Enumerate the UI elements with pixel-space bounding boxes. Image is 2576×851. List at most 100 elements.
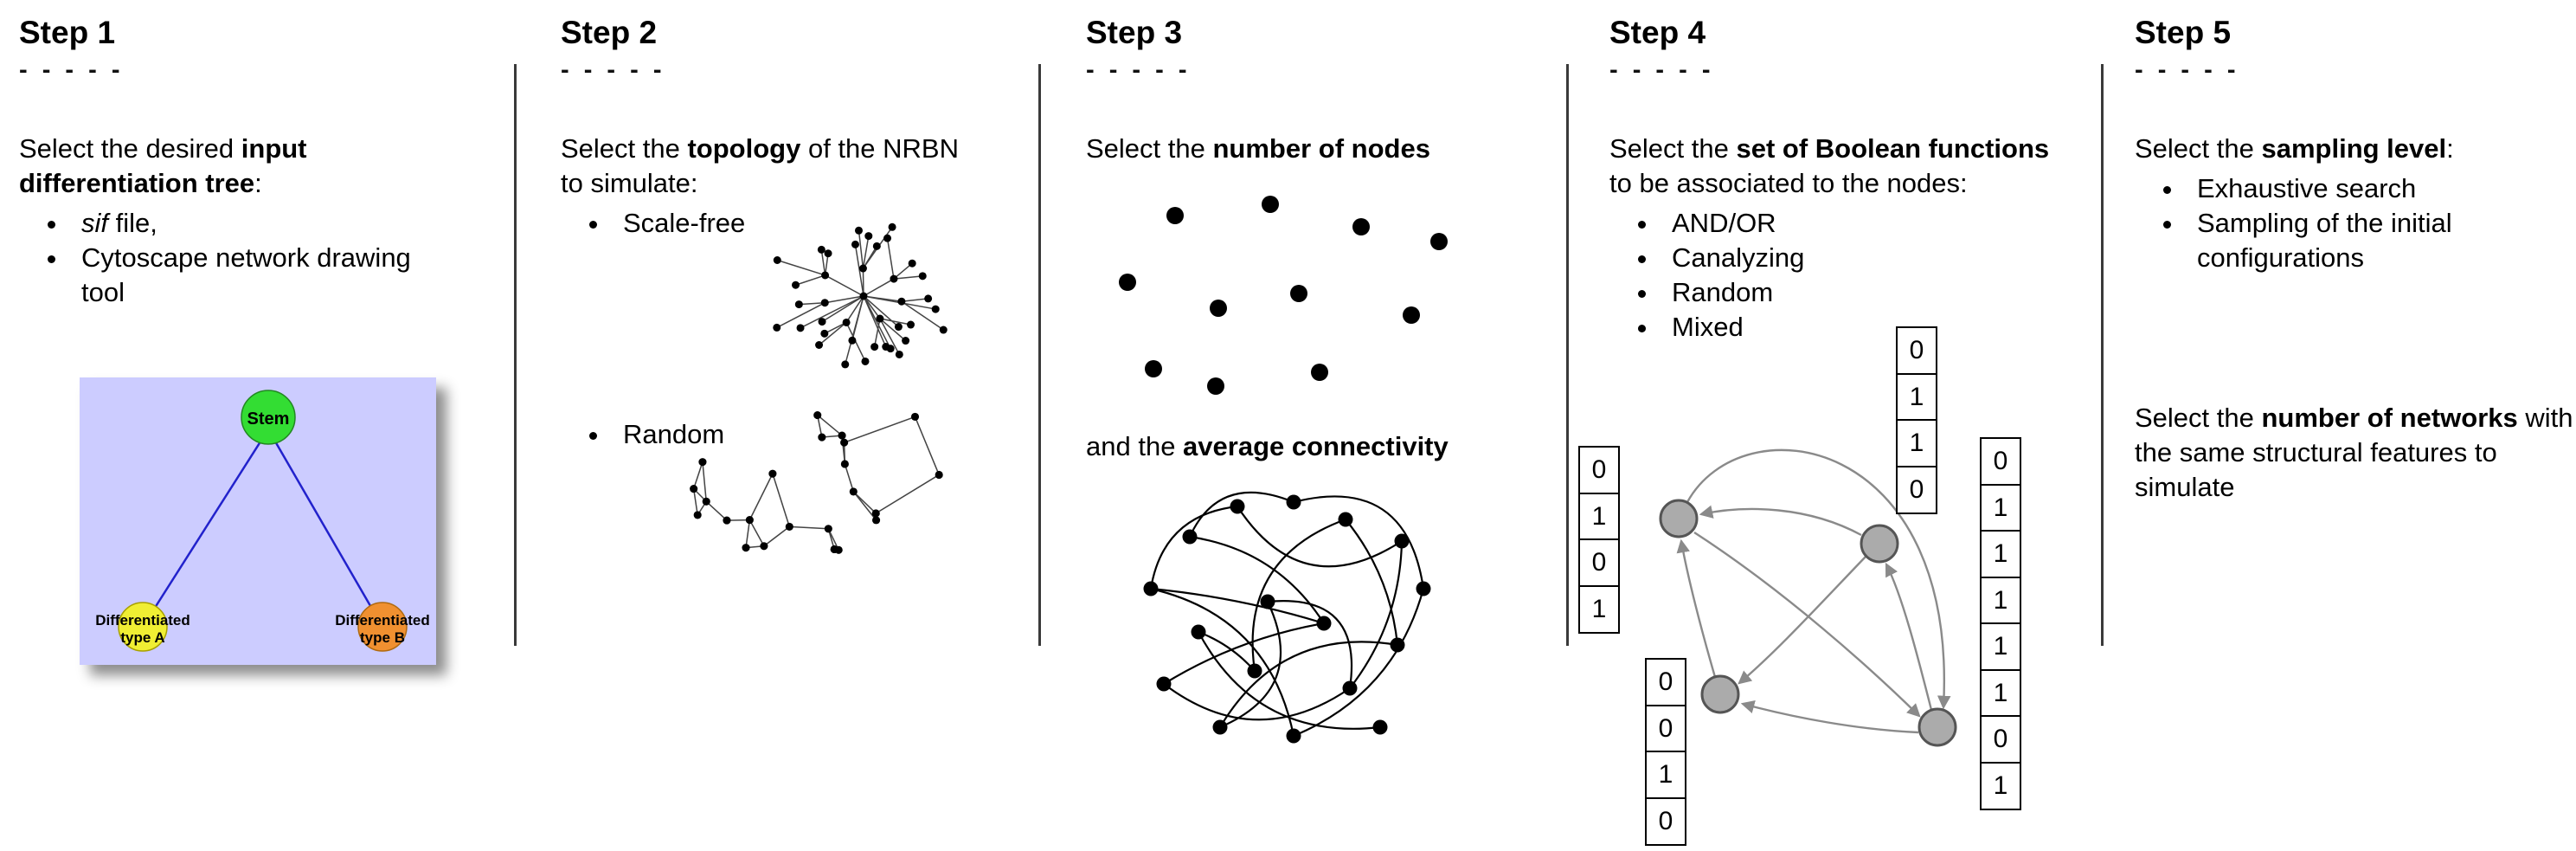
graph-node-dot [821, 271, 830, 280]
graph-node-dot [849, 487, 858, 496]
type-a-label-line1: Differentiated [95, 612, 190, 629]
graph-edge [821, 295, 864, 323]
graph-node-dot [1316, 616, 1332, 631]
graph-node-dot [1166, 207, 1184, 224]
text-segment: with the same structural features to sim… [2135, 403, 2573, 502]
step-2-column: Step 2 - - - - - Select the topology of … [561, 15, 976, 851]
graph-node-dot [841, 360, 850, 369]
connectivity-edge [1345, 519, 1399, 646]
graph-edge [875, 474, 940, 514]
graph-edge [789, 525, 829, 530]
text-segment: Scale-free [623, 207, 746, 238]
graph-node-dot [897, 297, 906, 306]
text-segment: Random [623, 419, 725, 449]
text-segment: Select the desired [19, 132, 241, 164]
graph-node-dot [768, 469, 777, 478]
truth-table-2: 0 1 1 0 [1896, 326, 1937, 514]
graph-node-dot [1262, 196, 1279, 213]
text-segment: number of nodes [1212, 132, 1430, 164]
truth-table-cell: 0 [1980, 437, 2021, 486]
step-4-intro: Select the set of Boolean functions to b… [1609, 132, 2059, 201]
graph-edge [914, 416, 940, 475]
truth-table-cell: 1 [1980, 761, 2021, 810]
truth-table-cell: 0 [1578, 446, 1620, 494]
graph-node-dot [848, 336, 857, 345]
graph-node-dot [1430, 233, 1448, 250]
graph-node-dot [854, 226, 863, 235]
bullet-cytoscape-tool: Cytoscape network drawing tool [69, 241, 426, 310]
graph-edge [873, 318, 881, 347]
boolean-node-b [1860, 524, 1899, 564]
edge-stem-to-type-b [267, 429, 384, 628]
step-4-bullet-list: AND/OR Canalyzing Random Mixed [1609, 206, 2059, 345]
stem-node-label: Stem [247, 409, 290, 429]
bullet-canalyzing: Canalyzing [1660, 241, 2032, 275]
column-divider-4 [2101, 64, 2104, 646]
graph-node-dot [858, 264, 867, 273]
truth-table-cell: 1 [1896, 419, 1937, 467]
graph-node-dot [1290, 285, 1307, 302]
graph-node-dot [820, 299, 829, 307]
graph-edge [748, 519, 765, 547]
graph-node-dot [883, 234, 892, 242]
differentiation-tree-figure: Stem Differentiated type A Differentiate… [80, 377, 436, 665]
graph-edge [825, 295, 864, 304]
graph-node-dot [1372, 719, 1388, 735]
truth-table-cell: 0 [1980, 715, 2021, 764]
column-divider-3 [1566, 64, 1569, 646]
graph-node-dot [1210, 300, 1227, 317]
truth-table-cell: 0 [1896, 465, 1937, 514]
step-1-dashes: - - - - - [19, 55, 122, 84]
truth-table-cell: 0 [1645, 796, 1686, 846]
step-4-title: Step 4 [1609, 15, 1706, 50]
connectivity-edge [1149, 505, 1238, 590]
boolean-network-svg [1659, 448, 1957, 747]
text-segment: Select the [2135, 132, 2262, 164]
graph-node-dot [1286, 494, 1301, 510]
text-segment: input differentiation tree [19, 132, 307, 198]
graph-node-dot [792, 280, 800, 289]
connectivity-edge [1150, 587, 1325, 625]
graph-edge [851, 295, 864, 341]
bullet-random-functions: Random [1660, 275, 2032, 310]
graph-node-dot [838, 431, 846, 440]
graph-edge [844, 416, 915, 443]
graph-node-dot [723, 516, 731, 525]
graph-node-dot [773, 255, 781, 264]
type-b-node [357, 602, 408, 652]
graph-node-dot [1230, 499, 1245, 514]
graph-node-dot [1286, 728, 1301, 744]
graph-node-dot [818, 318, 826, 326]
bullet-exhaustive-search: Exhaustive search [2185, 171, 2557, 206]
graph-edge [776, 302, 825, 329]
graph-node-dot [794, 300, 803, 309]
graph-node-dot [902, 337, 910, 345]
step-3-line2: and the average connectivity [1086, 429, 1449, 464]
graph-node-dot [1260, 594, 1275, 609]
graph-node-dot [871, 516, 881, 525]
graph-node-dot [861, 357, 870, 365]
graph-node-dot [924, 294, 933, 303]
truth-table-cell: 0 [1578, 538, 1620, 587]
step-5-title: Step 5 [2135, 15, 2232, 50]
column-divider-1 [514, 64, 517, 646]
text-segment: set of Boolean functions [1736, 132, 2050, 164]
text-segment: of the NRBN to simulate: [561, 132, 959, 198]
bullet-scale-free: Scale-free [611, 206, 976, 241]
graph-node-dot [1338, 512, 1353, 527]
graph-node-dot [890, 274, 898, 283]
graph-edge [819, 321, 847, 346]
graph-node-dot [872, 242, 881, 250]
graph-edge [863, 295, 899, 328]
connectivity-edge [1293, 495, 1425, 590]
truth-table-cell: 0 [1896, 326, 1937, 375]
graph-node-dot [895, 350, 903, 358]
graph-node-dot [1403, 306, 1420, 324]
graph-node-dot [871, 509, 880, 518]
graph-edge [795, 274, 825, 286]
graph-node-dot [1145, 360, 1162, 377]
graph-edge [845, 295, 864, 323]
graph-node-dot [918, 272, 927, 280]
truth-table-cell: 1 [1645, 751, 1686, 799]
